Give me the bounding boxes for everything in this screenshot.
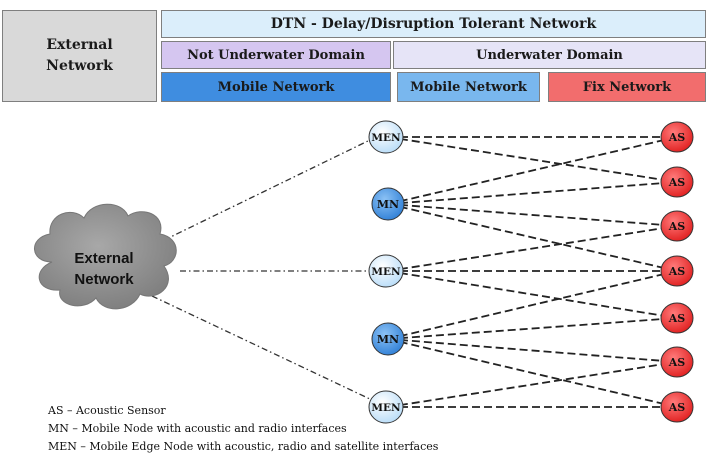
as-node-6: AS xyxy=(660,346,694,378)
not-underwater-domain-label: Not Underwater Domain xyxy=(187,47,365,63)
mn-node-top-label: MN xyxy=(377,198,399,211)
external-network-label-line2: Network xyxy=(46,58,113,74)
as-node-2: AS xyxy=(660,166,694,198)
men-node-bottom-label: MEN xyxy=(371,402,401,414)
mobile-network-left-box: Mobile Network xyxy=(161,72,391,102)
fix-network-label: Fix Network xyxy=(582,79,672,95)
link-men3-as6 xyxy=(387,361,678,408)
as-node-3-label: AS xyxy=(668,220,686,233)
legend: AS – Acoustic Sensor MN – Mobile Node wi… xyxy=(48,402,438,456)
underwater-domain-box: Underwater Domain xyxy=(393,41,706,69)
link-mn1-as3 xyxy=(387,203,678,227)
mobile-network-left-label: Mobile Network xyxy=(217,79,335,95)
link-mn2-as5 xyxy=(387,317,678,340)
as-node-4: AS xyxy=(660,255,694,287)
cloud-links xyxy=(151,138,373,401)
link-mn1-as1 xyxy=(387,136,678,205)
as-node-1-label: AS xyxy=(668,131,686,144)
mn-node-bottom: MN xyxy=(371,322,405,356)
node-links xyxy=(387,136,678,408)
mobile-network-right-label: Mobile Network xyxy=(410,79,527,95)
link-mn1-as4 xyxy=(387,203,678,272)
as-node-5-label: AS xyxy=(668,312,686,325)
external-network-box: External Network xyxy=(2,10,157,102)
men-node-bottom: MEN xyxy=(368,390,404,424)
as-node-4-label: AS xyxy=(668,265,686,278)
mn-node-bottom-label: MN xyxy=(377,333,399,346)
men-node-middle-label: MEN xyxy=(371,266,401,278)
mobile-network-right-box: Mobile Network xyxy=(397,72,540,102)
men-node-top: MEN xyxy=(368,120,404,154)
legend-as: AS – Acoustic Sensor xyxy=(48,404,166,417)
dtn-label: DTN - Delay/Disruption Tolerant Network xyxy=(270,16,597,32)
cloud-link-men-bottom xyxy=(151,295,373,401)
link-mn2-as4 xyxy=(387,270,678,340)
men-node-top-label: MEN xyxy=(371,132,401,144)
link-men2-as5 xyxy=(387,270,678,319)
as-node-5: AS xyxy=(660,302,694,334)
cloud-label-line1: External xyxy=(74,250,133,267)
underwater-domain-label: Underwater Domain xyxy=(476,47,623,63)
link-mn2-as7 xyxy=(387,338,678,408)
link-men2-as3 xyxy=(387,225,678,272)
as-node-7-label: AS xyxy=(668,401,686,414)
mn-node-top: MN xyxy=(371,187,405,221)
legend-mn: MN – Mobile Node with acoustic and radio… xyxy=(48,422,347,435)
dtn-box: DTN - Delay/Disruption Tolerant Network xyxy=(161,10,706,38)
as-node-3: AS xyxy=(660,210,694,242)
legend-men: MEN – Mobile Edge Node with acoustic, ra… xyxy=(48,440,439,453)
external-network-cloud: External Network xyxy=(34,203,177,310)
as-node-1: AS xyxy=(660,121,694,153)
link-mn1-as2 xyxy=(387,181,678,205)
external-network-label-line1: External xyxy=(46,37,113,53)
link-mn2-as6 xyxy=(387,338,678,363)
as-node-6-label: AS xyxy=(668,356,686,369)
as-node-7: AS xyxy=(660,391,694,423)
cloud-link-men-top xyxy=(151,138,373,247)
link-men1-as2 xyxy=(387,136,678,183)
not-underwater-domain-box: Not Underwater Domain xyxy=(161,41,391,69)
cloud-label-line2: Network xyxy=(74,271,134,288)
as-node-2-label: AS xyxy=(668,176,686,189)
fix-network-box: Fix Network xyxy=(548,72,706,102)
men-node-middle: MEN xyxy=(368,254,404,288)
